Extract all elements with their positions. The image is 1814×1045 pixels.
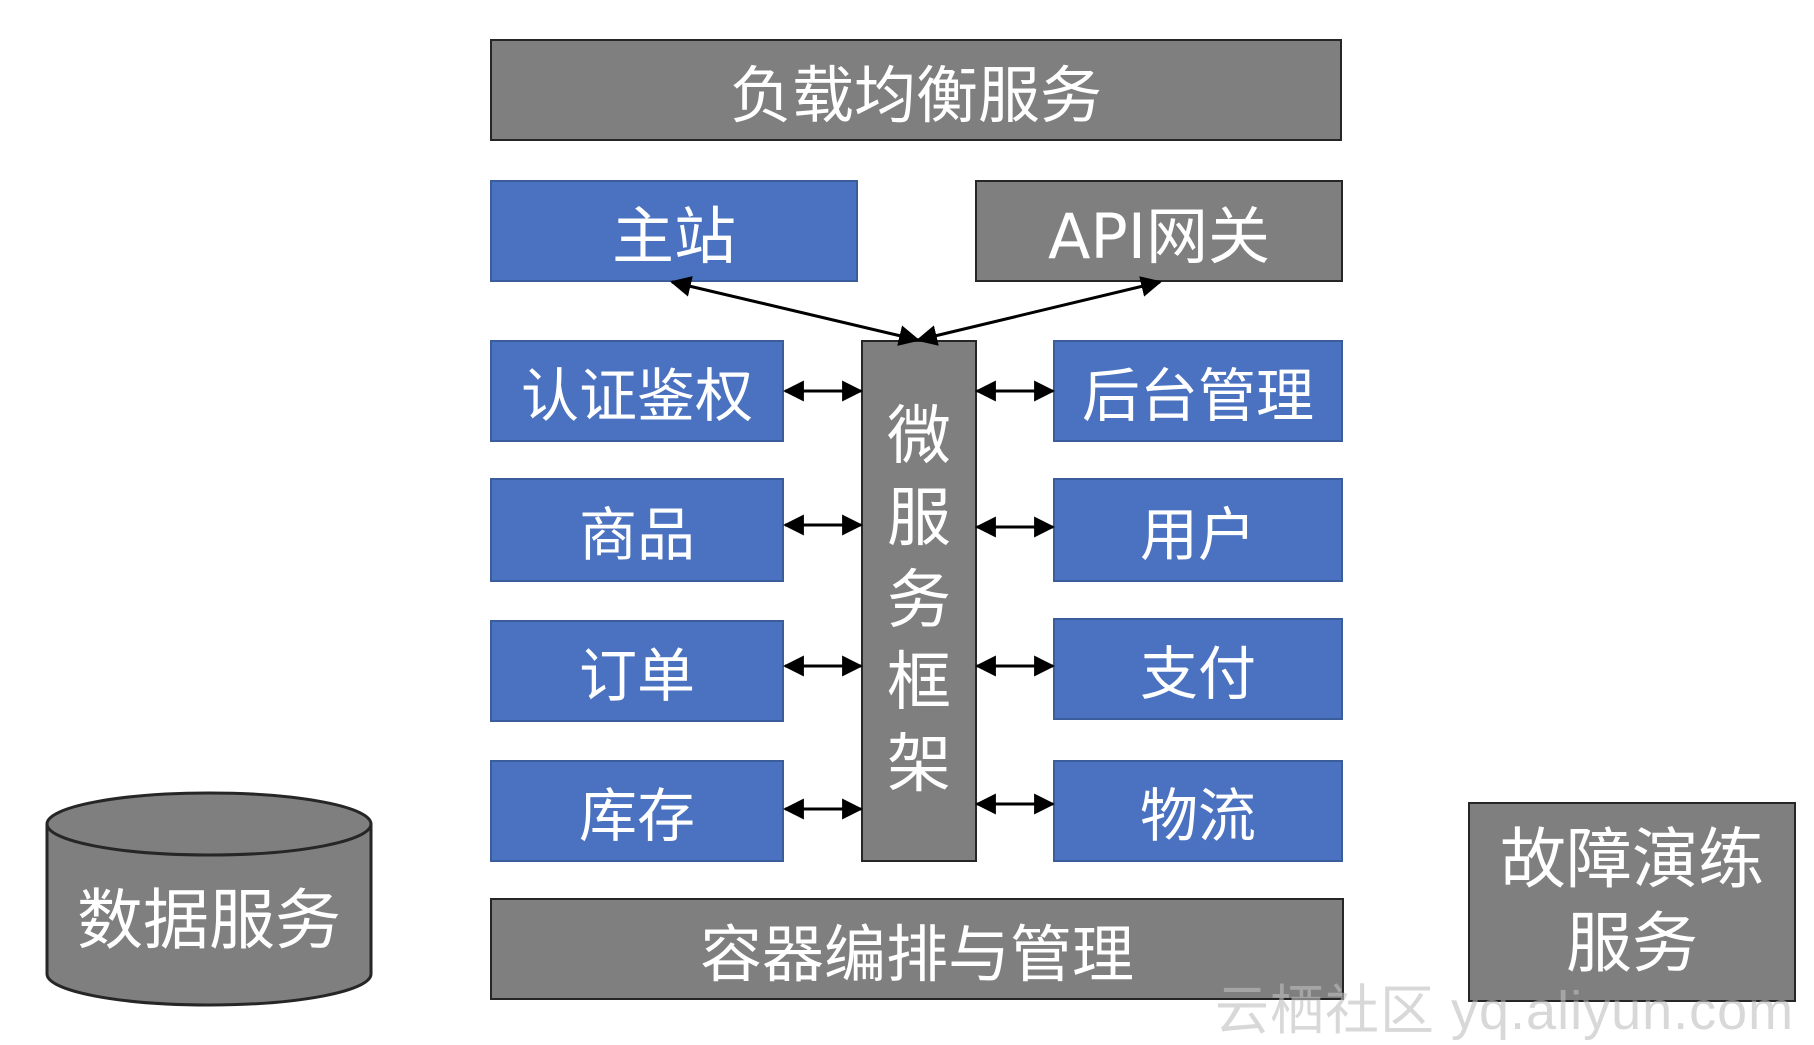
user-service-box: 用户	[1053, 478, 1343, 582]
database-cylinder-icon	[45, 791, 373, 1007]
watermark: 云栖社区 yq.aliyun.com	[1215, 981, 1795, 1041]
chaos-drill-line: 服务	[1566, 905, 1698, 982]
auth-service-box: 认证鉴权	[490, 340, 784, 442]
microservice-framework-box: 微 服 务 框 架	[861, 340, 977, 862]
admin-service-box: 后台管理	[1053, 340, 1343, 442]
framework-char: 微	[887, 400, 951, 474]
load-balancer-service-box: 负载均衡服务	[490, 39, 1342, 141]
arrow-api-gateway-framework	[915, 276, 1163, 346]
framework-char: 务	[887, 564, 951, 638]
arrow-main-site-framework	[669, 276, 921, 346]
chaos-drill-line: 故障演练	[1500, 821, 1764, 898]
goods-service-box: 商品	[490, 478, 784, 582]
api-gateway-box: API网关	[975, 180, 1343, 282]
order-service-box: 订单	[490, 620, 784, 722]
framework-char: 框	[887, 646, 951, 720]
chaos-drill-service-box: 故障演练 服务	[1468, 802, 1796, 1002]
payment-service-box: 支付	[1053, 618, 1343, 720]
stock-service-box: 库存	[490, 760, 784, 862]
framework-char: 服	[887, 482, 951, 556]
container-orchestration-box: 容器编排与管理	[490, 898, 1344, 1000]
framework-char: 架	[887, 728, 951, 802]
logistics-service-box: 物流	[1053, 760, 1343, 862]
data-service-label: 数据服务	[77, 882, 341, 959]
main-site-box: 主站	[490, 180, 858, 282]
